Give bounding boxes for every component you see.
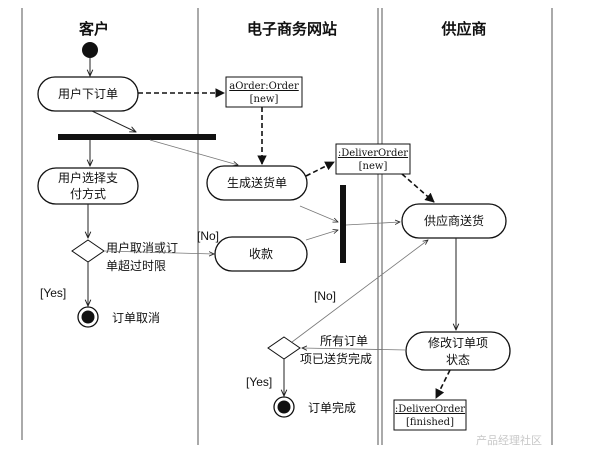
object-order-name: aOrder:Order bbox=[229, 81, 299, 92]
fork-bar bbox=[58, 134, 216, 140]
flow-fork-to-delivery bbox=[149, 139, 238, 165]
join-bar bbox=[340, 185, 346, 263]
decision-cancel-cond-2: 单超过时限 bbox=[106, 258, 166, 273]
final-node-cancelled bbox=[81, 310, 95, 324]
flow-join-to-supplier bbox=[345, 222, 400, 226]
final-label-completed: 订单完成 bbox=[308, 400, 356, 415]
object-deliver-finished-name: :DeliverOrder bbox=[395, 404, 465, 415]
activity-place-order bbox=[37, 76, 139, 112]
flow-order-to-fork bbox=[91, 110, 136, 132]
object-order-state: [new] bbox=[250, 94, 279, 105]
objectflow-modify-to-deliverfinished bbox=[435, 369, 451, 399]
activity-modify-item-label-2: 状态 bbox=[446, 353, 470, 367]
guard-no-1: [No] bbox=[197, 229, 219, 243]
guard-no-2: [No] bbox=[314, 289, 336, 303]
activity-collect-payment bbox=[214, 236, 308, 272]
activity-generate-delivery bbox=[206, 165, 308, 201]
flow-decision-to-supplier bbox=[291, 240, 428, 343]
activity-modify-item-label-1: 修改订单项 bbox=[428, 335, 488, 350]
activity-choose-payment-label-2: 付方式 bbox=[70, 186, 106, 201]
object-deliver-finished-state: [finished] bbox=[406, 417, 454, 428]
flow-modify-to-decision bbox=[302, 348, 407, 350]
lane-title-website: 电子商务网站 bbox=[247, 20, 337, 38]
final-label-cancelled: 订单取消 bbox=[112, 311, 160, 325]
guard-yes-1: [Yes] bbox=[40, 286, 66, 300]
object-deliver-new bbox=[335, 143, 411, 175]
activity-modify-item bbox=[405, 331, 511, 371]
activity-collect-payment-label: 收款 bbox=[249, 247, 273, 261]
flow-payment-to-join bbox=[305, 230, 338, 241]
lane-title-customer: 客户 bbox=[78, 20, 109, 38]
decision-delivered bbox=[267, 336, 301, 360]
guard-yes-2: [Yes] bbox=[246, 375, 272, 389]
activity-supplier-delivery bbox=[401, 203, 507, 239]
initial-node bbox=[82, 42, 98, 58]
object-deliver-new-state: [new] bbox=[359, 161, 388, 172]
final-node-completed bbox=[277, 400, 291, 414]
object-order bbox=[225, 76, 303, 108]
object-deliver-finished bbox=[393, 399, 467, 431]
activity-generate-delivery-label: 生成送货单 bbox=[227, 175, 287, 190]
decision-delivered-cond-1: 所有订单 bbox=[320, 334, 368, 348]
objectflow-deliverorder-to-supplier bbox=[401, 173, 435, 203]
activity-place-order-label: 用户下订单 bbox=[58, 86, 118, 101]
activity-supplier-delivery-label: 供应商送货 bbox=[424, 213, 484, 228]
objectflow-delivery-to-deliverorder bbox=[305, 161, 335, 177]
activity-choose-payment-label-1: 用户选择支 bbox=[58, 170, 118, 185]
watermark-text: 产品经理社区 bbox=[476, 433, 542, 447]
flow-decision-to-collect bbox=[103, 250, 214, 254]
flow-delivery-to-join bbox=[299, 205, 338, 222]
lane-title-supplier: 供应商 bbox=[440, 20, 486, 38]
decision-cancel bbox=[71, 239, 105, 263]
object-deliver-new-name: :DeliverOrder bbox=[338, 148, 408, 159]
decision-delivered-cond-2: 项已送货完成 bbox=[300, 351, 372, 366]
